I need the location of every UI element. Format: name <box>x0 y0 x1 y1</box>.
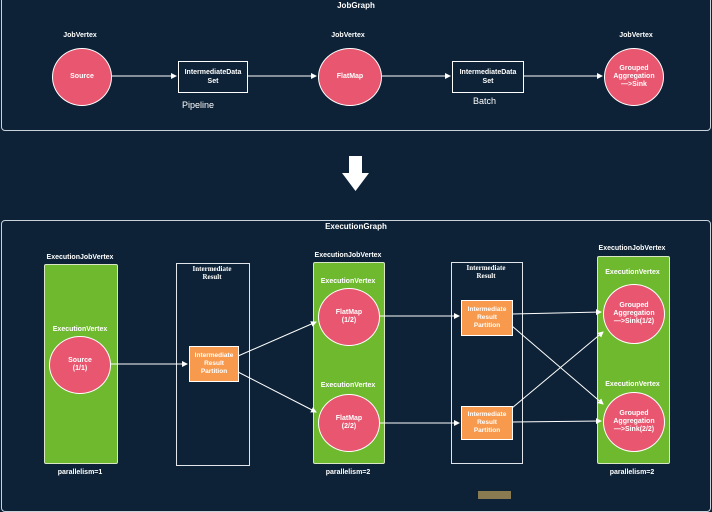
flatmap-execution-vertex-2: FlatMap (2/2) <box>318 394 380 452</box>
ejv-label-source: ExecutionJobVertex <box>46 254 114 261</box>
ev-label-sink-2: ExecutionVertex <box>605 381 660 388</box>
jobvertex-label-sink: JobVertex <box>619 32 653 39</box>
irp-2-1: Intermediate Result Partition <box>461 300 513 336</box>
jobvertex-label-flatmap: JobVertex <box>331 32 365 39</box>
ev-label-flatmap-1: ExecutionVertex <box>320 278 376 285</box>
parallelism-sink: parallelism=2 <box>609 469 655 476</box>
jobvertex-label-source: JobVertex <box>63 32 97 39</box>
sink-execution-vertex-1: Grouped Aggregation —>Sink(1/2) <box>603 284 665 344</box>
batch-label: Batch <box>473 96 497 106</box>
ev-label-source: ExecutionVertex <box>52 326 108 333</box>
intermediate-result-label-1: Intermediate Result <box>192 265 232 281</box>
pipeline-label: Pipeline <box>182 100 215 110</box>
sink-vertex: Grouped Aggregation —>Sink <box>604 48 664 106</box>
intermediate-result-1 <box>176 263 250 466</box>
bottom-tab <box>478 491 511 499</box>
ev-label-flatmap-2: ExecutionVertex <box>320 382 376 389</box>
irp-2-2: Intermediate Result Partition <box>461 406 513 440</box>
intermediate-dataset-box-2: IntermediateData Set <box>452 61 524 93</box>
parallelism-flatmap: parallelism=2 <box>325 469 371 476</box>
intermediate-result-label-2: Intermediate Result <box>466 264 506 280</box>
jobgraph-title: JobGraph <box>337 1 375 10</box>
ev-label-sink-1: ExecutionVertex <box>605 269 660 276</box>
source-execution-vertex: Source (1/1) <box>49 336 111 394</box>
jobgraph-panel <box>1 0 711 131</box>
intermediate-dataset-box-1: IntermediateData Set <box>178 61 248 93</box>
ejv-label-sink: ExecutionJobVertex <box>598 245 666 252</box>
sink-execution-vertex-2: Grouped Aggregation —>Sink(2/2) <box>603 392 665 452</box>
flatmap-execution-vertex-1: FlatMap (1/2) <box>318 288 380 346</box>
flatmap-vertex: FlatMap <box>318 48 382 106</box>
parallelism-source: parallelism=1 <box>57 469 103 476</box>
irp-1: Intermediate Result Partition <box>189 346 239 382</box>
source-vertex: Source <box>52 48 112 106</box>
ejv-label-flatmap: ExecutionJobVertex <box>314 252 382 259</box>
executiongraph-title: ExecutionGraph <box>325 222 387 231</box>
